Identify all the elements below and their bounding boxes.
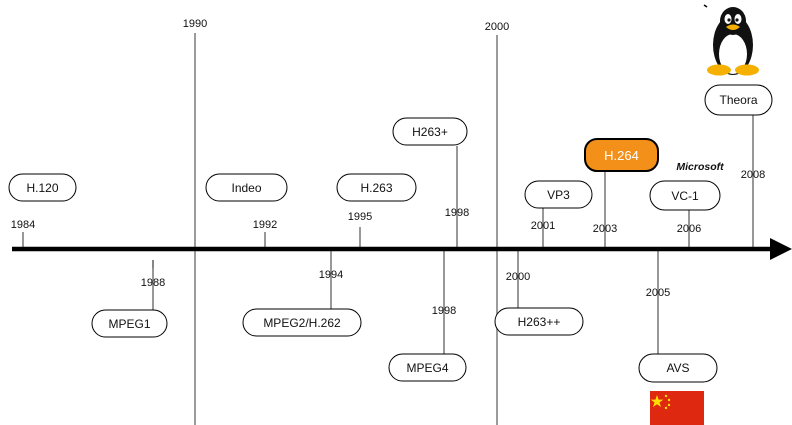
codec-label: H263++ [518, 315, 561, 329]
codec-label: H.263 [360, 181, 392, 195]
codec-label: MPEG1 [108, 317, 150, 331]
codec-MPEG2/H.262: MPEG2/H.262 [242, 308, 362, 337]
year-label: 1998 [432, 305, 456, 317]
codec-MPEG4: MPEG4 [388, 353, 467, 382]
year-label: 2001 [531, 220, 555, 232]
codec-VP3: VP3 [524, 180, 593, 209]
codec-label: MPEG2/H.262 [263, 316, 341, 330]
year-label: 2008 [741, 169, 765, 181]
codec-H.120: H.120 [8, 173, 77, 202]
year-label: 1998 [445, 207, 469, 219]
codec-label: VP3 [547, 188, 570, 202]
codec-label: Indeo [231, 181, 261, 195]
year-labels: 1984 1988 1992 1994 1995 1998 1998 2000 … [11, 169, 765, 317]
codec-label: Theora [719, 93, 757, 107]
year-label: 2006 [677, 223, 701, 235]
stems [22, 115, 754, 356]
decade-label-2000: 2000 [485, 21, 509, 33]
codec-label: AVS [666, 361, 689, 375]
codec-H.263: H.263 [336, 173, 417, 202]
codec-Theora: Theora [704, 84, 773, 116]
year-label: 1984 [11, 219, 35, 231]
timeline-arrowhead [770, 238, 792, 260]
codec-H.264: H.264 [584, 138, 659, 172]
codec-H263+: H263+ [392, 117, 468, 146]
codec-label: H.264 [604, 148, 639, 163]
codec-label: H.120 [26, 181, 58, 195]
year-label: 2000 [506, 271, 530, 283]
codec-VC-1: VC-1 [649, 180, 721, 211]
codec-AVS: AVS [638, 353, 718, 383]
year-label: 1995 [348, 211, 372, 223]
tux-penguin-icon [703, 4, 759, 76]
year-label: 1994 [319, 269, 343, 281]
codec-label: MPEG4 [406, 361, 448, 375]
year-label: 1992 [253, 219, 277, 231]
codec-Indeo: Indeo [205, 173, 288, 202]
codec-label: H263+ [412, 125, 448, 139]
china-flag-icon [650, 391, 704, 425]
codec-H263++: H263++ [494, 307, 584, 336]
codec-label: VC-1 [671, 189, 699, 203]
year-label: 2003 [593, 223, 617, 235]
year-label: 1988 [141, 277, 165, 289]
codec-MPEG1: MPEG1 [91, 309, 168, 338]
decade-label-1990: 1990 [183, 18, 207, 30]
year-label: 2005 [646, 287, 670, 299]
microsoft-logo: Microsoft [676, 161, 724, 173]
